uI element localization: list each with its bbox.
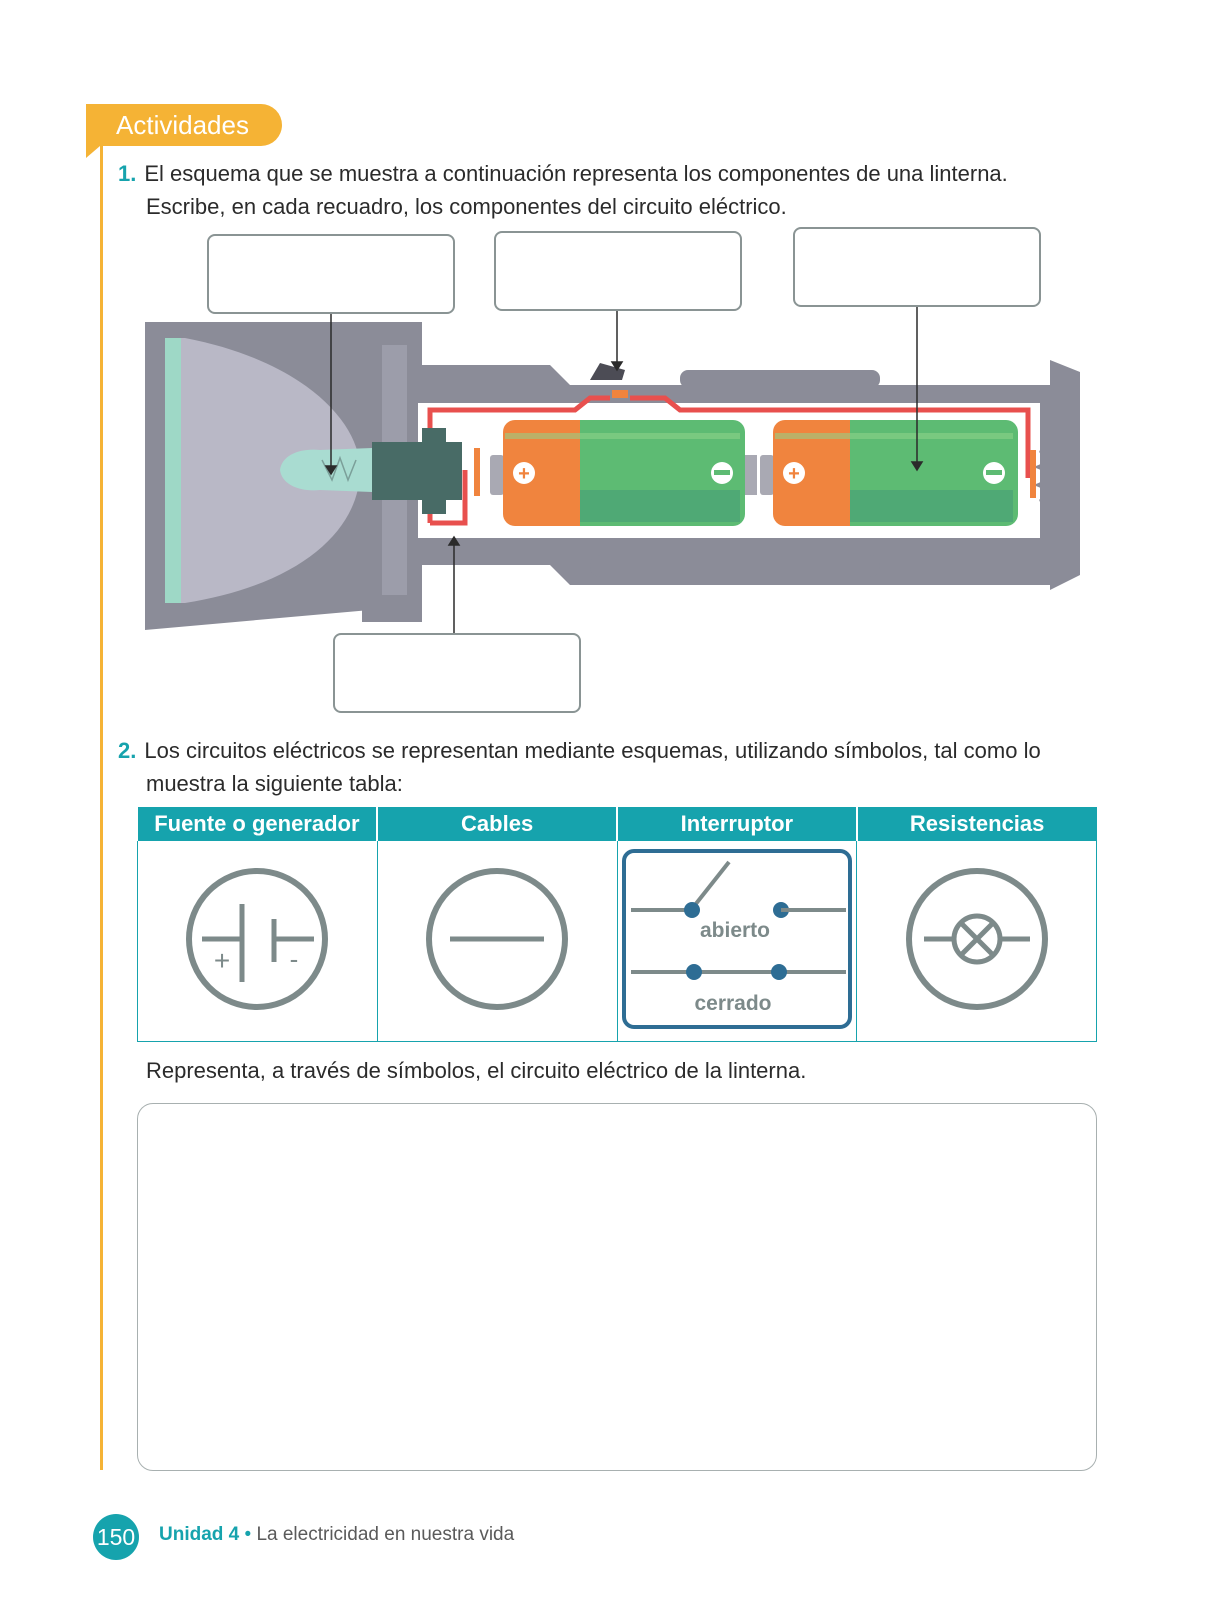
switch-lever: [590, 363, 625, 380]
lens: [165, 338, 181, 603]
symbols-header-row: Fuente o generador Cables Interruptor Re…: [137, 807, 1097, 841]
question-2-number: 2.: [118, 738, 137, 763]
battery-1-plus-label: +: [518, 463, 530, 485]
footer-text: Unidad 4 • La electricidad en nuestra vi…: [159, 1524, 514, 1546]
source-minus-label: -: [290, 944, 299, 974]
question-1: 1. El esquema que se muestra a continuaci…: [118, 157, 1008, 223]
question-1-line2: Escribe, en cada recuadro, los component…: [146, 194, 787, 219]
question-1-number: 1.: [118, 161, 137, 186]
body-ridge-top: [680, 370, 880, 388]
bulb-socket: [422, 428, 446, 514]
tail-cap: [1050, 360, 1080, 590]
side-rule: [100, 140, 103, 1470]
bulb-contact: [474, 448, 480, 496]
answer-box-bulb[interactable]: [207, 234, 455, 314]
header-switch: Interruptor: [616, 807, 857, 841]
page-number: 150: [93, 1514, 139, 1560]
bulb-glass: [280, 448, 372, 492]
drawing-area[interactable]: [137, 1103, 1097, 1471]
answer-box-wire[interactable]: [333, 633, 581, 713]
symbols-row: + - abierto cerrado: [137, 841, 1097, 1042]
footer-separator: •: [239, 1524, 257, 1545]
question-2: 2. Los circuitos eléctricos se representa…: [118, 734, 1041, 800]
source-plus-label: +: [214, 945, 230, 976]
instruction-text: Representa, a través de símbolos, el cir…: [146, 1058, 807, 1083]
answer-box-switch[interactable]: [494, 231, 742, 311]
bulb-base: [372, 442, 462, 500]
header-cables: Cables: [376, 807, 617, 841]
footer-title: La electricidad en nuestra vida: [256, 1524, 515, 1545]
footer-unit: Unidad 4: [159, 1524, 240, 1545]
spring: [1033, 447, 1052, 505]
question-2-line2: muestra la siguiente tabla:: [146, 771, 403, 796]
tab-notch: [86, 146, 100, 158]
section-tab-label: Actividades: [116, 110, 249, 140]
wire-top-right: [630, 395, 1031, 478]
question-2-line1: Los circuitos eléctricos se representan …: [144, 738, 1041, 763]
cell-cables: [376, 841, 618, 1042]
switch-symbol: abierto cerrado: [621, 848, 852, 1029]
source-symbol: + -: [186, 867, 329, 1010]
question-1-line1: El esquema que se muestra a continuación…: [144, 161, 1008, 186]
spring-contact: [1030, 450, 1036, 498]
reflector: [165, 338, 360, 603]
pointer-arrows: [324, 305, 924, 633]
switch-open-label: abierto: [700, 919, 770, 942]
resistance-symbol: [905, 867, 1048, 1010]
cable-symbol: [426, 867, 569, 1010]
cell-switch: abierto cerrado: [616, 841, 858, 1042]
battery-2: +: [760, 420, 1018, 526]
switch-contact: [612, 390, 628, 398]
cell-source: + -: [137, 841, 378, 1042]
flashlight-diagram: + +: [145, 305, 1080, 633]
cell-resistance: [856, 841, 1097, 1042]
bulb-filament: [321, 455, 357, 483]
answer-box-batteries[interactable]: [793, 227, 1041, 307]
body-ridge-bottom: [590, 555, 880, 577]
header-resistance: Resistencias: [855, 807, 1097, 841]
switch-closed-label: cerrado: [694, 992, 771, 1015]
symbols-table: Fuente o generador Cables Interruptor Re…: [137, 807, 1097, 1042]
section-tab: Actividades: [86, 104, 282, 146]
wire-bottom: [430, 470, 468, 526]
battery-2-plus-label: +: [788, 463, 800, 485]
header-source: Fuente o generador: [137, 807, 378, 841]
battery-1: +: [490, 420, 757, 526]
